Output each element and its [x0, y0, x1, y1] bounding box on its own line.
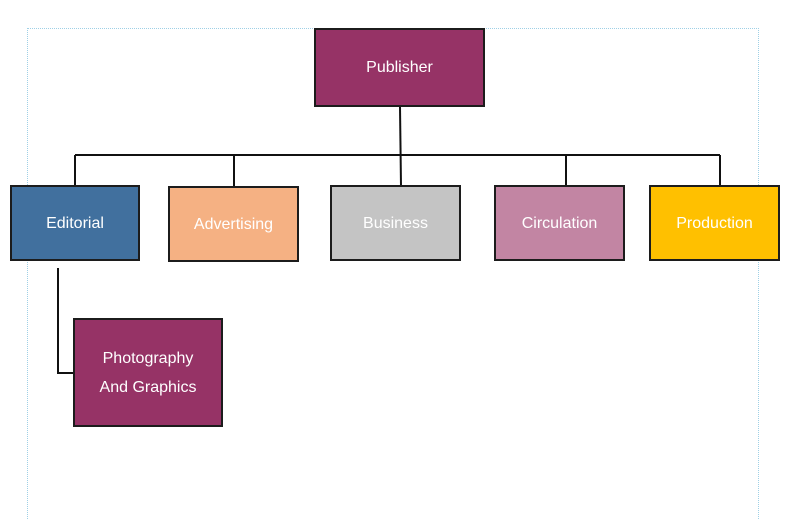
editorial-box: Editorial: [10, 185, 140, 261]
business-box: Business: [330, 185, 461, 261]
publisher-label: Publisher: [366, 59, 433, 76]
advertising-box: Advertising: [168, 186, 299, 262]
business-label: Business: [363, 214, 428, 232]
publisher-box: Publisher: [314, 28, 485, 107]
sub-unit-connector: [57, 268, 75, 374]
photography-and-graphics-label: Photography And Graphics: [99, 349, 197, 396]
production-label: Production: [676, 214, 753, 232]
circulation-label: Circulation: [521, 214, 598, 232]
editorial-label: Editorial: [46, 214, 104, 232]
photography-and-graphics-box: Photography And Graphics: [73, 318, 223, 427]
advertising-label: Advertising: [193, 215, 274, 233]
publisher-connector: [399, 106, 402, 187]
production-box: Production: [649, 185, 780, 261]
circulation-box: Circulation: [494, 185, 625, 261]
